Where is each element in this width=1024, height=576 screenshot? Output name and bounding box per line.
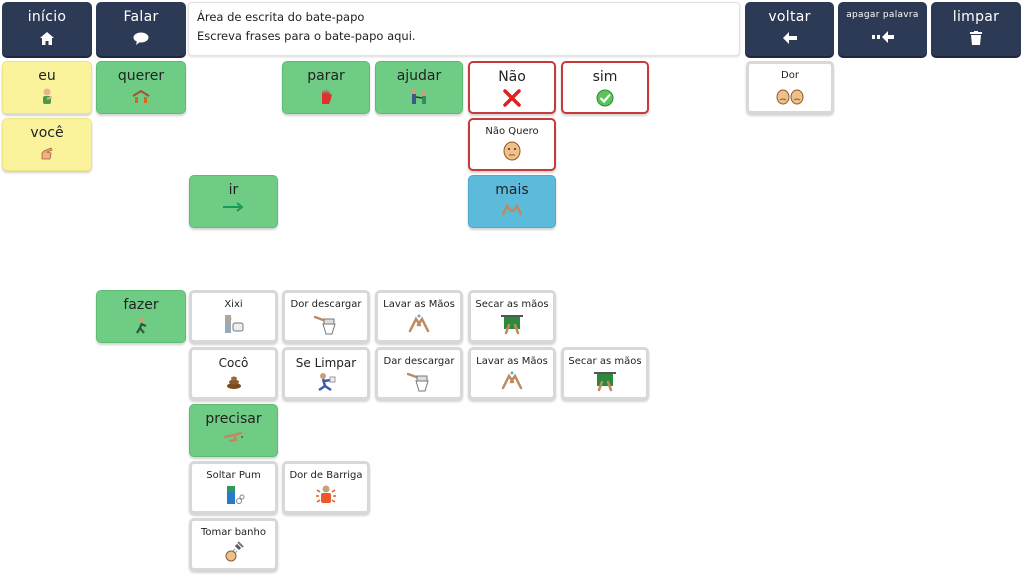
arrow-right-icon (222, 202, 245, 212)
tile-label: Dor (781, 70, 799, 81)
wash-hands-icon (501, 370, 523, 390)
inicio-button[interactable]: início (2, 2, 92, 56)
tile-label: precisar (205, 411, 262, 427)
tile-label: parar (307, 68, 345, 84)
stop-hand-icon (319, 88, 333, 105)
tile-secar-maos[interactable]: Secar as mãos (468, 290, 556, 343)
limpar-button[interactable]: limpar (931, 2, 1021, 56)
tile-dor-descargar[interactable]: Dor descargar (282, 290, 370, 343)
tile-querer[interactable]: querer (96, 61, 186, 114)
tile-dar-descargar[interactable]: Dar descargar (375, 347, 463, 400)
backspace-icon (871, 29, 894, 45)
stomach-ache-icon (314, 484, 338, 508)
apagar-palavra-button[interactable]: apagar palavra (838, 2, 927, 56)
fart-icon (223, 484, 245, 506)
tile-lavar-maos[interactable]: Lavar as Mãos (375, 290, 463, 343)
chat-placeholder: Escreva frases para o bate-papo aqui. (197, 29, 416, 43)
need-hand-icon (223, 431, 244, 443)
tile-label: eu (38, 68, 56, 84)
tile-fazer[interactable]: fazer (96, 290, 186, 343)
limpar-label: limpar (952, 9, 1000, 25)
tile-secar-maos-2[interactable]: Secar as mãos (561, 347, 649, 400)
tile-label: Lavar as Mãos (383, 299, 455, 310)
tile-se-limpar[interactable]: Se Limpar (282, 347, 370, 400)
apagar-label: apagar palavra (846, 10, 919, 20)
red-x-icon (503, 89, 521, 107)
tile-voce[interactable]: você (2, 118, 92, 171)
person-self-icon (40, 88, 54, 106)
tile-label: Cocô (218, 356, 249, 370)
green-check-icon (596, 89, 614, 107)
tile-dor-de-barriga[interactable]: Dor de Barriga (282, 461, 370, 514)
tile-label: mais (495, 182, 529, 198)
arrow-left-icon (782, 30, 797, 46)
tile-label: Secar as mãos (568, 356, 642, 367)
tile-label: Não Quero (485, 126, 539, 137)
tile-label: Secar as mãos (475, 299, 549, 310)
chat-writing-area[interactable]: Área de escrita do bate-papo Escreva fra… (188, 2, 740, 56)
falar-button[interactable]: Falar (96, 2, 186, 56)
tile-label: Dor de Barriga (289, 470, 363, 481)
pointing-hand-icon (39, 145, 55, 161)
tile-label: fazer (123, 297, 159, 313)
voltar-label: voltar (768, 9, 811, 25)
tile-tomar-banho[interactable]: Tomar banho (189, 518, 278, 571)
flush-toilet-icon (314, 313, 338, 335)
tile-label: Tomar banho (201, 527, 266, 538)
tile-mais[interactable]: mais (468, 175, 556, 228)
urinate-icon (223, 313, 245, 335)
tile-dor[interactable]: Dor (746, 61, 834, 114)
tile-label: querer (117, 68, 165, 84)
inicio-label: início (27, 9, 67, 25)
tile-nao[interactable]: Não (468, 61, 556, 114)
trash-icon (970, 30, 982, 46)
chat-title: Área de escrita do bate-papo (197, 10, 365, 24)
pain-faces-icon (776, 87, 804, 105)
do-person-icon (134, 317, 148, 334)
tile-sim[interactable]: sim (561, 61, 649, 114)
tile-label: Se Limpar (295, 356, 357, 370)
home-icon (40, 30, 54, 46)
tile-xixi[interactable]: Xixi (189, 290, 278, 343)
help-people-icon (409, 88, 429, 105)
tile-label: Dor descargar (290, 299, 362, 310)
speech-bubble-icon (133, 30, 149, 46)
tile-label: Dar descargar (383, 356, 455, 367)
want-icon (131, 88, 151, 104)
poop-icon (225, 372, 243, 390)
tile-label: ajudar (396, 68, 442, 84)
tile-label: sim (592, 69, 618, 85)
wipe-self-icon (315, 372, 337, 392)
tile-lavar-maos-2[interactable]: Lavar as Mãos (468, 347, 556, 400)
more-hands-icon (502, 202, 522, 216)
tile-label: você (30, 125, 64, 141)
wash-hands-icon (408, 313, 430, 333)
tile-label: ir (228, 182, 239, 198)
tile-ir[interactable]: ir (189, 175, 278, 228)
flush-toilet-icon (407, 370, 431, 392)
tile-label: Lavar as Mãos (476, 356, 548, 367)
tile-parar[interactable]: parar (282, 61, 370, 114)
shower-icon (223, 541, 245, 563)
dry-hands-towel-icon (592, 370, 618, 392)
tile-precisar[interactable]: precisar (189, 404, 278, 457)
tile-nao-quero[interactable]: Não Quero (468, 118, 556, 171)
falar-label: Falar (123, 9, 159, 25)
tile-label: Xixi (224, 299, 243, 310)
dry-hands-towel-icon (499, 313, 525, 335)
tile-label: Não (498, 69, 526, 85)
tile-eu[interactable]: eu (2, 61, 92, 114)
tile-label: Soltar Pum (206, 470, 261, 481)
tile-coco[interactable]: Cocô (189, 347, 278, 400)
unhappy-face-icon (503, 141, 521, 161)
voltar-button[interactable]: voltar (745, 2, 834, 56)
tile-ajudar[interactable]: ajudar (375, 61, 463, 114)
tile-soltar-pum[interactable]: Soltar Pum (189, 461, 278, 514)
